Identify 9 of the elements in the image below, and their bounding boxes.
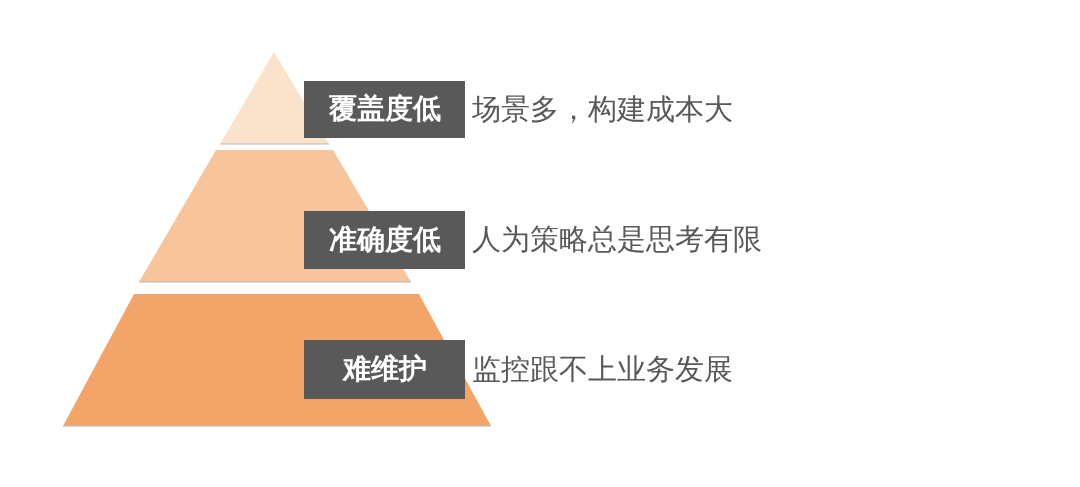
label-box — [304, 340, 465, 399]
tier-label: 覆盖度低 — [328, 94, 441, 125]
label-box — [304, 81, 465, 138]
label-box — [304, 211, 465, 269]
description-text: 监控跟不上业务发展 — [472, 352, 733, 386]
tier-label: 准确度低 — [328, 224, 441, 256]
tier-label: 难维护 — [342, 354, 427, 385]
description-text: 人为策略总是思考有限 — [472, 223, 762, 257]
description-text: 场景多，构建成本大 — [472, 92, 733, 126]
